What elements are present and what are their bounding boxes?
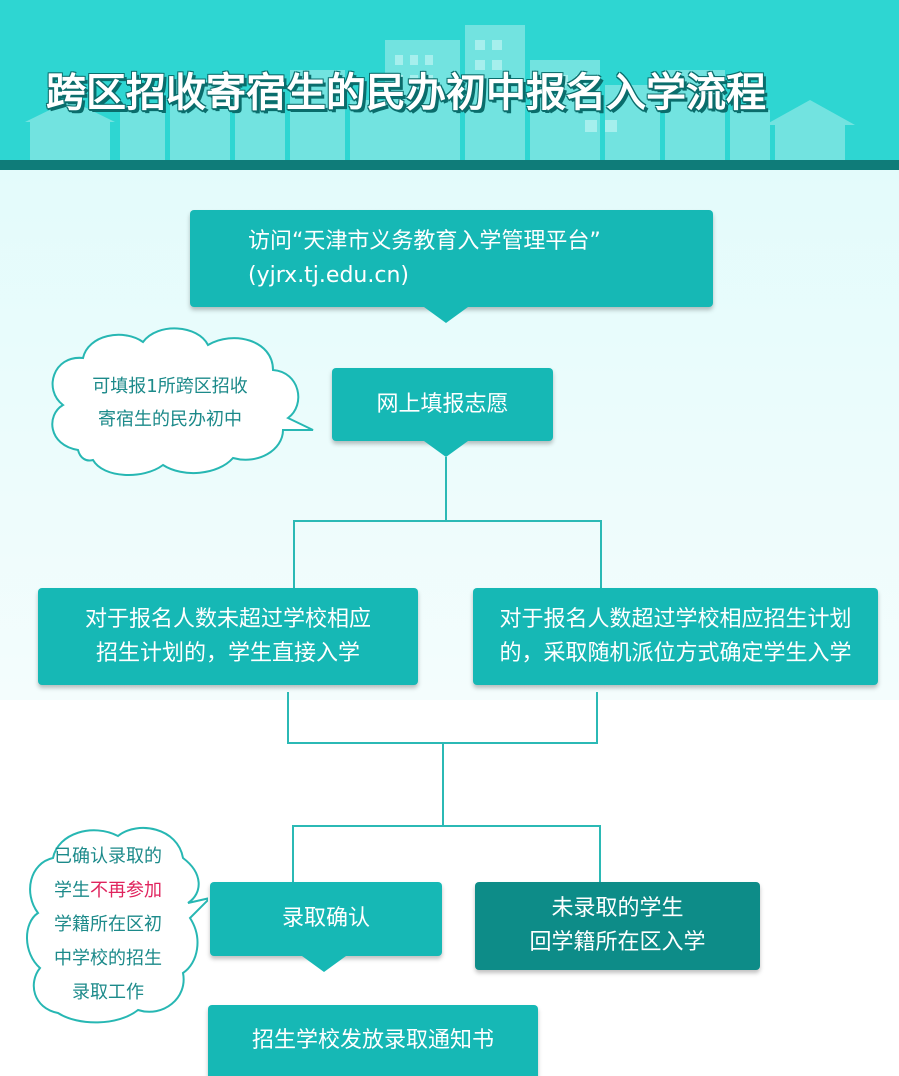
connector (599, 825, 601, 882)
confirm-note-line-5: 录取工作 (72, 982, 144, 1003)
city-skyline-illustration (0, 25, 899, 170)
apply-note-line-2: 寄宿生的民办初中 (98, 409, 242, 430)
confirm-label: 录取确认 (281, 906, 370, 931)
confirm-note-line-1: 已确认录取的 (54, 846, 162, 867)
apply-note-line-1: 可填报1所跨区招收 (92, 376, 248, 397)
apply-label: 网上填报志愿 (376, 391, 509, 417)
step-not-admitted: 未录取的学生 回学籍所在区入学 (475, 882, 760, 970)
header-banner: 跨区招收寄宿生的民办初中报名入学流程 (0, 0, 899, 170)
connector (293, 520, 602, 522)
confirm-note-line-3: 学籍所在区初 (54, 914, 162, 935)
visit-line-2: (yjrx.tj.edu.cn) (248, 262, 409, 288)
connector (292, 825, 294, 882)
connector (600, 520, 602, 588)
cloud-note-bubble (51, 327, 314, 476)
step-random-allocation: 对于报名人数超过学校相应招生计划 的，采取随机派位方式确定学生入学 (473, 588, 878, 685)
not-exceed-line-2: 招生计划的，学生直接入学 (95, 640, 360, 666)
connector (445, 457, 447, 520)
not-exceed-line-1: 对于报名人数未超过学校相应 (84, 606, 371, 632)
not-admitted-line-1: 未录取的学生 (551, 896, 684, 921)
exceed-line-1: 对于报名人数超过学校相应招生计划 (499, 606, 852, 632)
visit-line-1: 访问“天津市义务教育入学管理平台” (248, 228, 601, 254)
cloud-note-bubble (26, 827, 208, 1024)
page-title: 跨区招收寄宿生的民办初中报名入学流程 (46, 70, 766, 116)
confirm-note-line-4: 中学校的招生 (54, 948, 162, 969)
step-visit-platform: 访问“天津市义务教育入学管理平台” (yjrx.tj.edu.cn) (190, 210, 713, 307)
connector (293, 520, 295, 588)
arrow-down-2 (424, 441, 468, 457)
connector (287, 692, 289, 744)
confirm-note-line-2a: 学生 (54, 880, 90, 901)
step-issue-notice: 招生学校发放录取通知书 (208, 1005, 538, 1076)
arrow-down-3 (302, 956, 346, 972)
connector (292, 825, 601, 827)
step-direct-admission: 对于报名人数未超过学校相应 招生计划的，学生直接入学 (38, 588, 418, 685)
apply-note-text: 可填报1所跨区招收 寄宿生的民办初中 (70, 370, 270, 436)
exceed-line-2: 的，采取随机派位方式确定学生入学 (499, 640, 852, 666)
arrow-down-1 (424, 307, 468, 323)
connector (596, 692, 598, 744)
connector (442, 742, 444, 825)
confirm-note-text: 已确认录取的 学生不再参加 学籍所在区初 中学校的招生 录取工作 (38, 840, 178, 1010)
not-admitted-line-2: 回学籍所在区入学 (529, 930, 706, 955)
confirm-note-highlight: 不再参加 (90, 880, 162, 901)
notice-label: 招生学校发放录取通知书 (251, 1027, 494, 1053)
step-online-application: 网上填报志愿 (332, 368, 553, 441)
step-admission-confirmation: 录取确认 (210, 882, 442, 956)
